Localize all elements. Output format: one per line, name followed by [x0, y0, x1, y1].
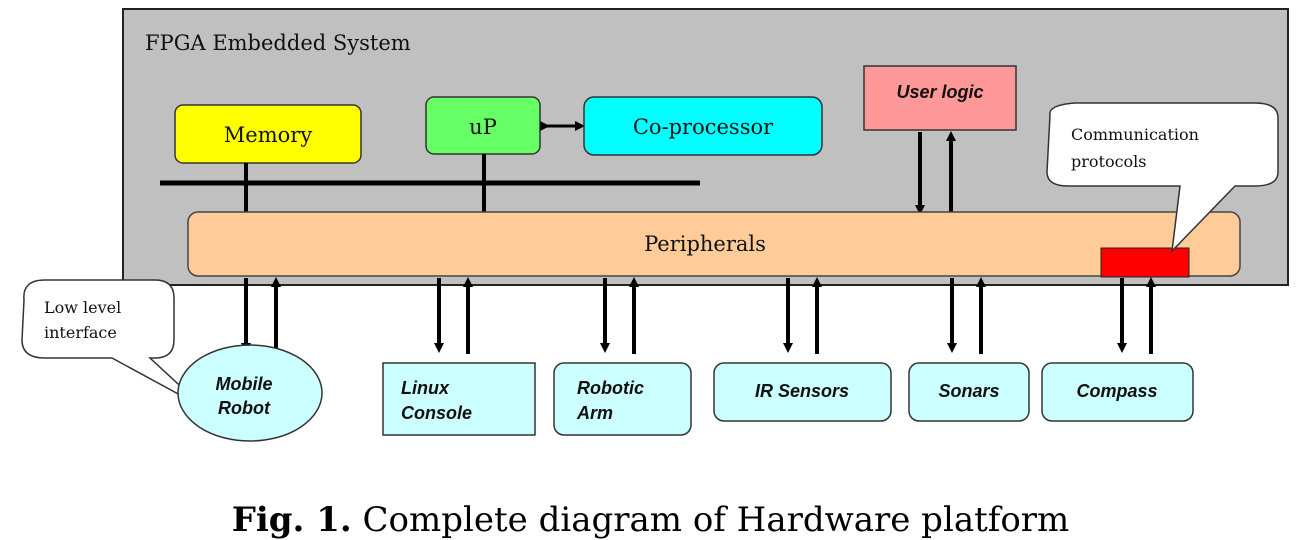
linux-console-node: Linux Console [382, 362, 536, 436]
mobile-robot-line1: Mobile [216, 374, 273, 394]
ir-sensors-label: IR Sensors [755, 381, 849, 401]
peripheral-arrows [241, 277, 1156, 354]
user-logic-label: User logic [896, 82, 983, 102]
sonars-label: Sonars [938, 381, 999, 401]
figure-caption-text: Complete diagram of Hardware platform [362, 500, 1070, 540]
communication-block [1100, 247, 1190, 278]
linux-console-line2: Console [401, 403, 472, 423]
user-logic-block: User logic [863, 65, 1017, 131]
figure-caption: Fig. 1. Complete diagram of Hardware pla… [0, 500, 1301, 540]
mobile-robot-node: Mobile Robot [177, 344, 323, 442]
communication-callout-line1: Communication [1071, 125, 1199, 144]
communication-callout: Communication protocols [1046, 102, 1279, 254]
low-level-callout-line2: interface [44, 323, 117, 342]
fpga-title: FPGA Embedded System [145, 31, 411, 55]
linux-console-line1: Linux [401, 378, 450, 398]
peripherals-block: Peripherals [187, 211, 1241, 277]
up-block: uP [425, 96, 541, 155]
robotic-arm-node: Robotic Arm [553, 362, 692, 436]
sonars-node: Sonars [908, 362, 1030, 422]
ir-sensors-node: IR Sensors [713, 362, 892, 422]
coprocessor-label: Co-processor [633, 115, 774, 139]
compass-node: Compass [1041, 362, 1194, 422]
communication-callout-line2: protocols [1071, 152, 1147, 171]
coprocessor-block: Co-processor [583, 96, 823, 156]
robotic-arm-line1: Robotic [577, 378, 644, 398]
robotic-arm-line2: Arm [576, 403, 613, 423]
memory-label: Memory [224, 123, 313, 147]
low-level-callout: Low level interface [21, 279, 205, 409]
peripherals-label: Peripherals [644, 232, 766, 256]
figure-caption-prefix: Fig. 1. [231, 500, 352, 540]
low-level-callout-line1: Low level [44, 298, 121, 317]
compass-label: Compass [1076, 381, 1157, 401]
mobile-robot-line2: Robot [218, 398, 271, 418]
memory-block: Memory [174, 104, 362, 164]
up-label: uP [469, 115, 497, 139]
